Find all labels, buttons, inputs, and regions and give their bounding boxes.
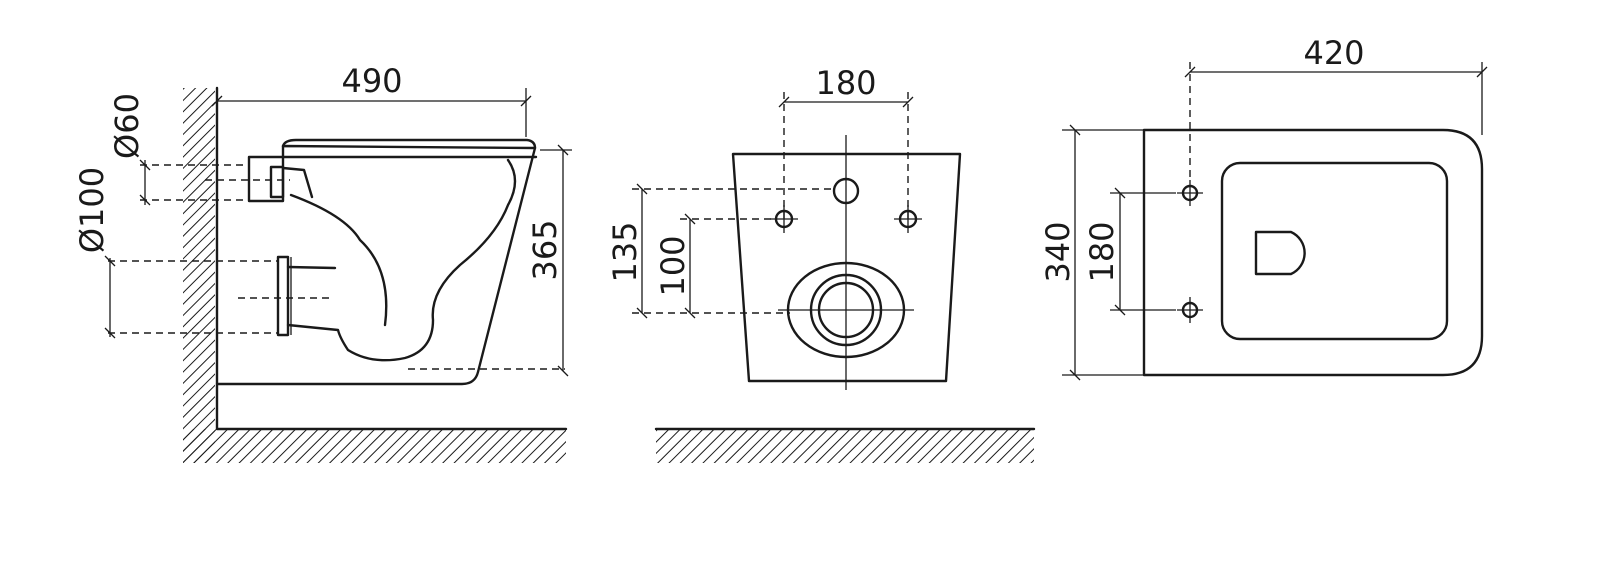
top-stud-height-extensions: [1110, 192, 1176, 311]
outlet-top: [286, 265, 337, 270]
top-view: 420 340 180: [1039, 34, 1488, 381]
inlet-axis-lines: [140, 164, 290, 201]
inlet-coupling: [247, 155, 285, 203]
dim-label-top-depth: 340: [1039, 221, 1077, 282]
dim-label-inlet: Ø60: [108, 93, 146, 159]
dim-label-front-studs: 180: [815, 64, 876, 102]
front-bowl-outline: [731, 152, 962, 383]
dim-label-outlet: Ø100: [73, 167, 111, 253]
wall-hatching: [183, 88, 215, 463]
outlet-axis-lines: [108, 260, 330, 334]
dim-ticks-outlet: [104, 255, 116, 339]
dim-ticks-top-420: [1184, 66, 1488, 78]
dim-ticks-top-340: [1069, 124, 1081, 381]
dim-label-top-studs: 180: [1083, 221, 1121, 282]
front-stud-extensions: [783, 92, 909, 219]
dim-label-front-studs-height: 100: [654, 235, 692, 296]
seat-outline: [281, 138, 537, 150]
bowl-trap-curve: [286, 158, 517, 362]
bowl-outline: [215, 144, 538, 386]
dim-label-depth: 490: [341, 62, 402, 100]
dim-ticks-front-100: [684, 213, 696, 319]
top-stud-crosses: [1177, 180, 1203, 323]
wall-floor-line: [215, 86, 568, 431]
dim-ticks-inlet: [139, 159, 151, 206]
dim-ticks-front-180: [778, 96, 914, 108]
dim-label-height: 365: [526, 219, 564, 280]
inlet-flange: [281, 166, 314, 199]
dim-label-top-width: 420: [1303, 34, 1364, 72]
inlet-ring: [269, 165, 285, 199]
dim-ticks-top-180: [1114, 187, 1126, 316]
front-floor-hatching: [656, 429, 1034, 463]
outlet-coupling: [276, 255, 290, 337]
top-bowl-outline: [1142, 128, 1484, 377]
front-height-extensions: [632, 188, 834, 314]
top-drain-hole: [1254, 230, 1306, 276]
dim-ticks-365: [557, 144, 569, 377]
front-view: 180 135 100: [606, 64, 1036, 463]
bowl-inner-curve: [289, 193, 388, 327]
floor-hatching: [183, 429, 566, 463]
dim-ticks-front-135: [636, 183, 648, 319]
dim-label-front-inlet: 135: [606, 221, 644, 282]
top-bowl-opening: [1220, 161, 1449, 341]
front-inlet-hole: [832, 177, 860, 205]
dim-ticks-490: [211, 95, 532, 107]
side-view: 490 365 Ø60 Ø100: [73, 62, 572, 463]
